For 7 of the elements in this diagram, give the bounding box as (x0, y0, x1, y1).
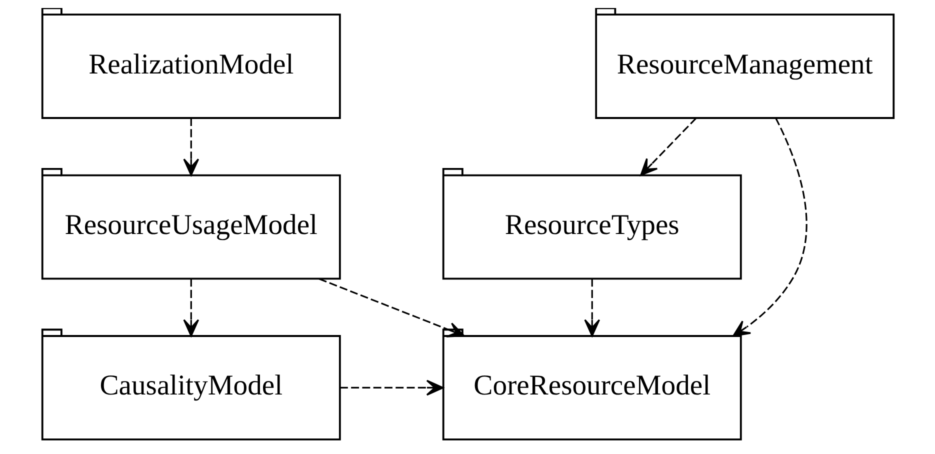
arrow (640, 118, 696, 176)
arrow (182, 118, 199, 176)
arrow (732, 118, 807, 337)
arrow (182, 278, 199, 337)
arrow (339, 380, 444, 396)
arrow (318, 278, 464, 338)
arrow (584, 278, 600, 337)
